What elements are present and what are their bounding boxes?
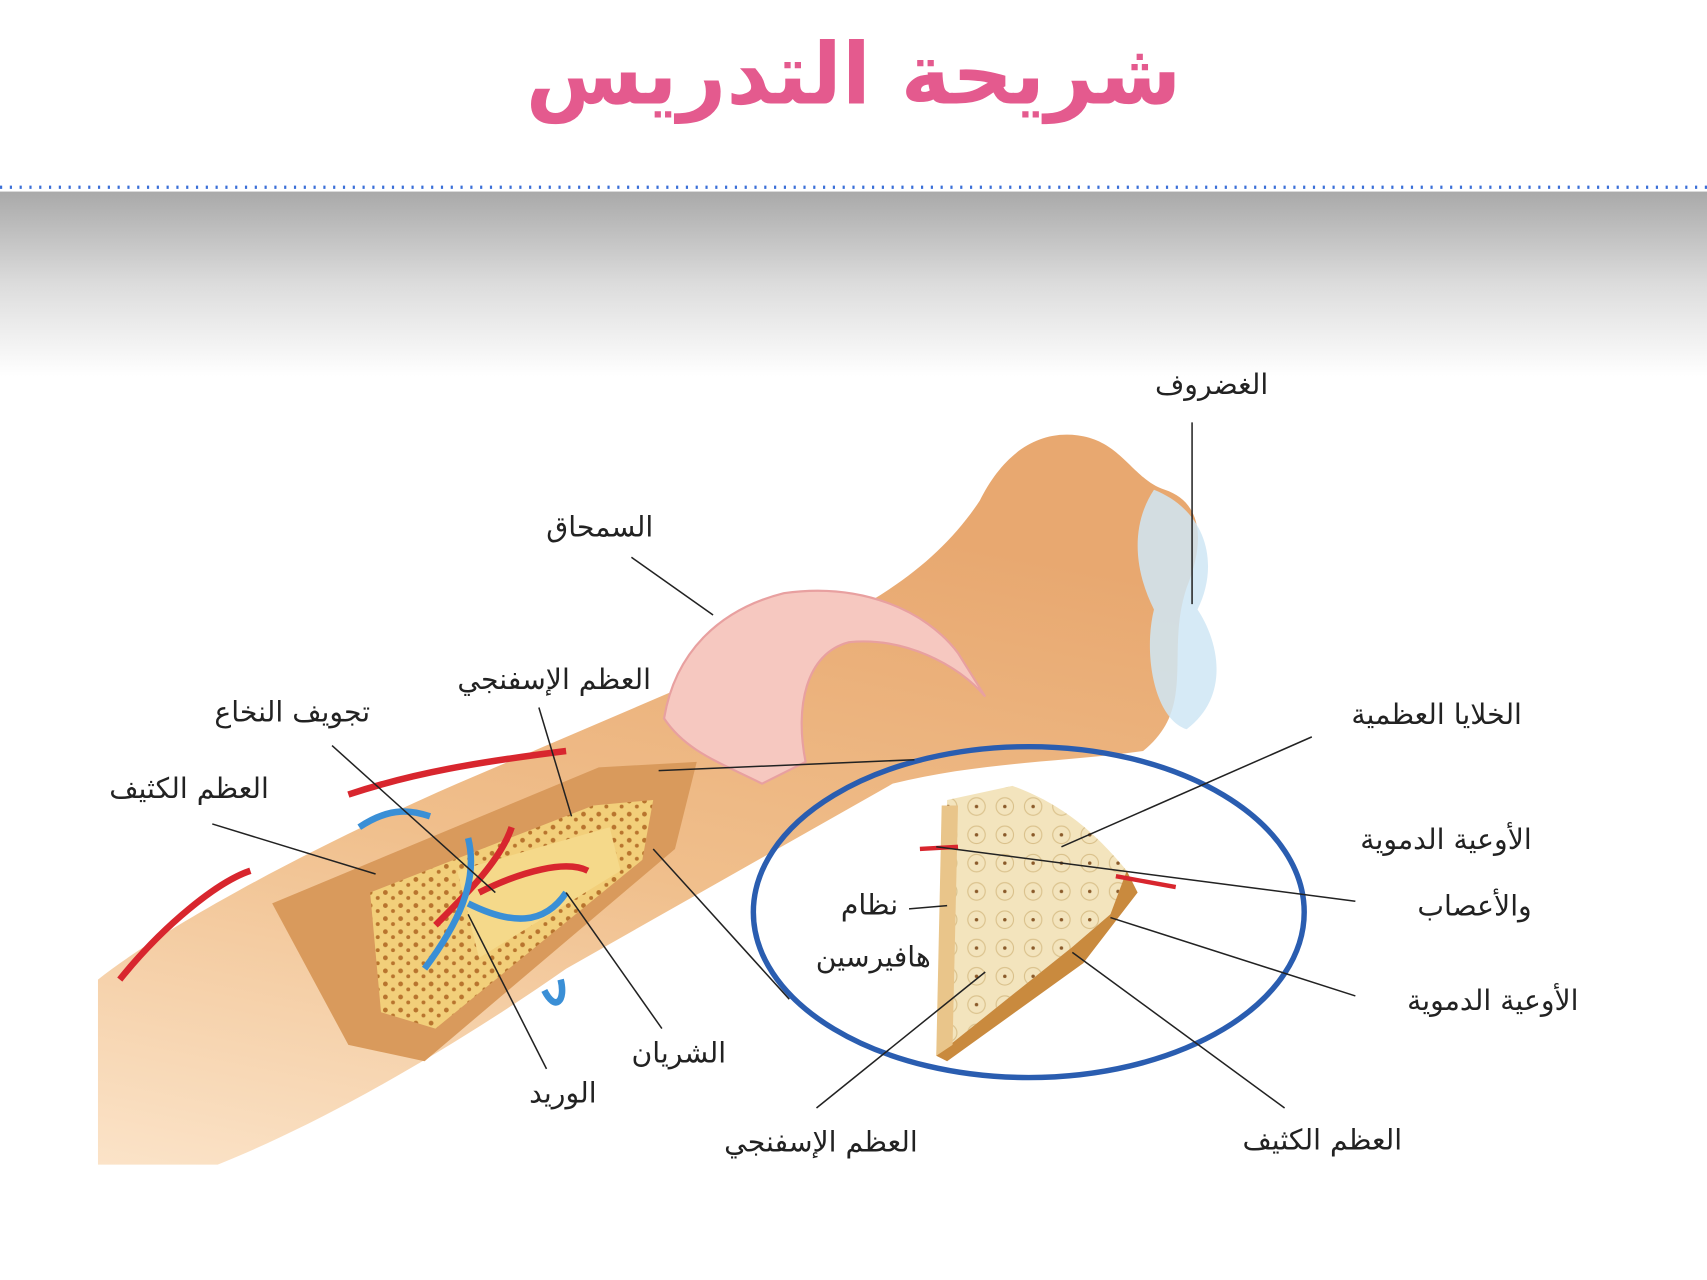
label-marrow-cavity: تجويف النخاع bbox=[214, 696, 370, 729]
artery-vessels bbox=[117, 747, 590, 982]
label-vessels-nerves-1: الأوعية الدموية bbox=[1360, 821, 1531, 856]
label-osteocytes: الخلايا العظمية bbox=[1351, 698, 1522, 731]
label-artery: الشريان bbox=[631, 1036, 726, 1069]
haversian-wedge bbox=[919, 785, 1177, 1062]
cartilage-cap bbox=[1137, 489, 1217, 730]
leader-lines bbox=[212, 422, 1356, 1109]
label-haversian-2: هافيرسين bbox=[816, 941, 931, 974]
label-compact-bone-bottom: العظم الكثيف bbox=[1243, 1123, 1403, 1156]
slide-title: شريحة التدريس bbox=[526, 25, 1182, 124]
header-gradient-band bbox=[0, 191, 1707, 377]
label-vessels-nerves-2: والأعصاب bbox=[1417, 887, 1531, 922]
label-vein: الوريد bbox=[529, 1077, 597, 1110]
label-spongy-bone-bottom: العظم الإسفنجي bbox=[724, 1126, 918, 1159]
label-spongy-bone-top: العظم الإسفنجي bbox=[457, 663, 651, 696]
periosteum-flap bbox=[662, 589, 987, 785]
label-haversian-1: نظام bbox=[841, 888, 898, 921]
vein-vessels bbox=[357, 808, 569, 1006]
label-blood-vessels: الأوعية الدموية bbox=[1407, 982, 1578, 1017]
long-bone-illustration bbox=[97, 434, 1217, 1165]
magnifier-ring bbox=[750, 743, 1307, 1081]
label-periosteum: السمحاق bbox=[546, 511, 653, 544]
label-cartilage: الغضروف bbox=[1155, 368, 1268, 401]
label-compact-bone-left: العظم الكثيف bbox=[109, 772, 269, 805]
